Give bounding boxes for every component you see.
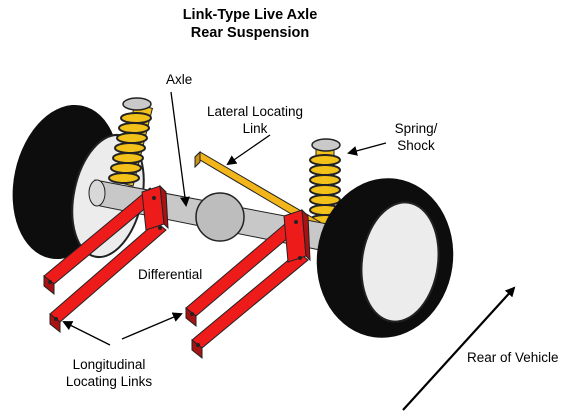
title-line-2: Rear Suspension xyxy=(190,25,310,41)
lateral-locating-link xyxy=(194,150,321,229)
left-longitudinal-links xyxy=(43,184,169,334)
rear-of-vehicle-label: Rear of Vehicle xyxy=(467,350,559,365)
spring-shock-label-line-1: Spring/ xyxy=(394,121,438,136)
right-wheel xyxy=(316,178,454,338)
rear-direction-arrow xyxy=(402,286,516,411)
lateral-link-label-line-2: Link xyxy=(242,121,268,136)
longitudinal-links-label: Longitudinal Locating Links xyxy=(44,356,174,390)
spring-shock-label: Spring/ Shock xyxy=(384,120,448,154)
longitudinal-label-line-1: Longitudinal xyxy=(72,357,146,372)
right-longitudinal-links xyxy=(185,208,311,360)
right-wheel-rim xyxy=(360,201,440,323)
lateral-link-label: Lateral Locating Link xyxy=(196,103,314,137)
differential-label: Differential xyxy=(138,267,203,282)
diagram-title: Link-Type Live Axle Rear Suspension xyxy=(150,6,350,42)
left-spring-shock xyxy=(108,97,154,187)
callout-arrows xyxy=(62,91,387,346)
lateral-link-label-line-1: Lateral Locating xyxy=(206,104,304,119)
axle-label: Axle xyxy=(166,72,193,87)
spring-shock-label-line-2: Shock xyxy=(397,138,435,153)
longitudinal-label-line-2: Locating Links xyxy=(65,374,153,389)
differential-housing xyxy=(195,192,245,242)
title-line-1: Link-Type Live Axle xyxy=(182,7,318,23)
